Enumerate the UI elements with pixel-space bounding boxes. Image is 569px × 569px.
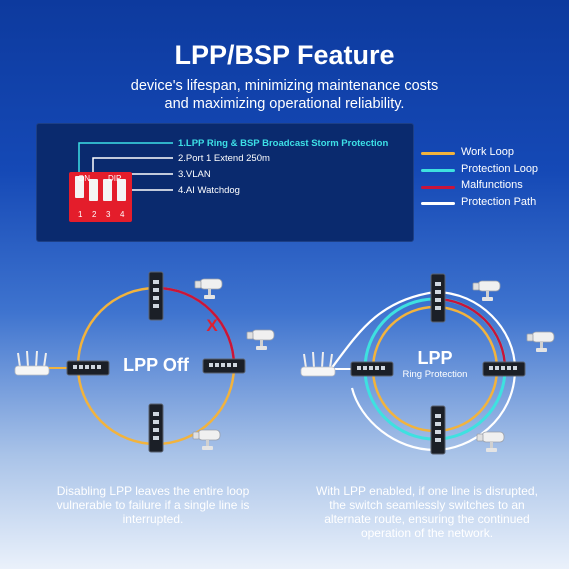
dip-switch-1 <box>75 176 84 198</box>
dip-dip-label: DIP <box>108 174 122 183</box>
legend-work-loop: Work Loop <box>461 146 514 158</box>
dip-number-1: 1 <box>78 210 83 219</box>
legend-protection-loop: Protection Loop <box>461 163 539 175</box>
legend-swatch-protection-loop <box>421 169 455 172</box>
subtitle-line-1: device's lifespan, minimizing maintenanc… <box>130 78 439 94</box>
camera-icon <box>476 431 505 453</box>
feature-2: 2.Port 1 Extend 250m <box>178 153 270 164</box>
legend-swatch-protection-path <box>421 202 455 205</box>
right-caption-line-3: alternate route, ensuring the continued <box>324 512 530 526</box>
legend-protection-path: Protection Path <box>461 196 537 208</box>
camera-icon <box>194 278 223 300</box>
camera-icon <box>526 331 555 353</box>
legend-malfunctions: Malfunctions <box>461 179 523 191</box>
dip-switch <box>69 172 132 222</box>
camera-icon <box>472 280 501 302</box>
switch-icon <box>148 403 164 453</box>
feature-3: 3.VLAN <box>178 169 211 180</box>
right-caption-line-1: With LPP enabled, if one line is disrupt… <box>316 484 538 498</box>
malfunction-segment-right <box>434 297 507 370</box>
subtitle-line-2: and maximizing operational reliability. <box>164 96 405 112</box>
legend-swatch-malfunctions <box>421 186 455 189</box>
legend-swatch-work-loop <box>421 152 455 155</box>
fault-x-mark: X <box>206 316 218 335</box>
switch-icon <box>430 273 446 323</box>
camera-icon <box>192 429 221 451</box>
switch-icon <box>148 271 164 321</box>
lpp-label: LPP <box>417 348 453 368</box>
right-caption-line-2: the switch seamlessly switches to an <box>329 498 525 512</box>
left-caption: Disabling LPP leaves the entire loop vul… <box>22 484 284 526</box>
right-caption: With LPP enabled, if one line is disrupt… <box>296 484 558 540</box>
switch-icon <box>66 360 110 376</box>
router-icon <box>14 350 50 376</box>
leader-line-1 <box>78 142 173 184</box>
switch-icon <box>202 358 246 374</box>
dip-number-4: 4 <box>120 210 125 219</box>
dip-on-label: ON <box>78 174 90 183</box>
left-caption-line-1: Disabling LPP leaves the entire loop <box>56 484 250 498</box>
dip-switch-3 <box>103 179 112 201</box>
left-caption-line-2: vulnerable to failure if a single line i… <box>56 498 250 512</box>
feature-4: 4.AI Watchdog <box>178 185 240 196</box>
left-caption-line-3: interrupted. <box>122 512 184 526</box>
camera-icon <box>246 329 275 351</box>
feature-1: 1.LPP Ring & BSP Broadcast Storm Protect… <box>178 138 389 149</box>
protection-path-return <box>350 387 436 452</box>
ring-protection-label: Ring Protection <box>402 369 468 380</box>
malfunction-segment <box>155 286 236 367</box>
router-icon <box>300 351 336 377</box>
dip-number-2: 2 <box>92 210 97 219</box>
switch-icon <box>430 405 446 455</box>
right-caption-line-4: operation of the network. <box>360 526 494 540</box>
dip-switch-2 <box>89 179 98 201</box>
page-title: LPP/BSP Feature <box>174 40 395 70</box>
dip-number-3: 3 <box>106 210 111 219</box>
protection-path <box>330 290 517 452</box>
lpp-off-label: LPP Off <box>123 355 189 375</box>
dip-switch-4 <box>117 179 126 201</box>
